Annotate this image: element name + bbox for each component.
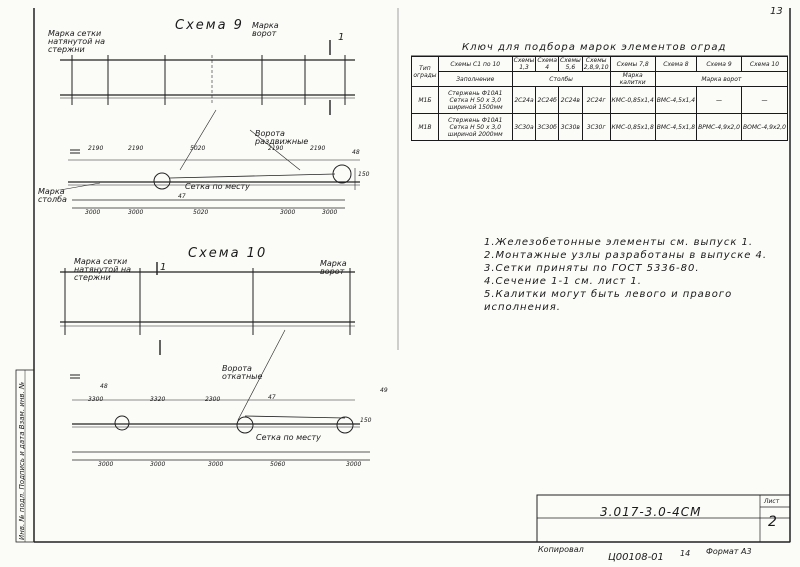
scheme10-bottom-dim: 3000: [208, 461, 224, 468]
scheme9-height-dim: 150: [358, 171, 370, 178]
scheme9-bottom-dim: 3000: [85, 209, 101, 216]
table-cell: КМС-0,85х1,8: [609, 113, 656, 141]
scheme10-marker-48: 48: [100, 383, 108, 390]
footer-copied: Копировал: [538, 545, 584, 554]
table-cell: 2С24в: [558, 86, 583, 114]
table-row: М1Б Стержень Ф10А1 Сетка Н 50 х 3,0 шири…: [411, 86, 789, 114]
sheet-number: 2: [768, 514, 777, 530]
scheme9-bottom-dim: 5020: [193, 209, 209, 216]
page-number: 13: [770, 6, 783, 17]
scheme9-top-dim: 2190: [88, 145, 104, 152]
table-cell: Стержень Ф10А1 Сетка Н 50 х 3,0 шириной …: [437, 86, 513, 114]
table-cell: 2С24а: [511, 86, 537, 114]
side-stamp: Инв. № подл. Подпись и дата Взам. инв. №: [18, 381, 26, 540]
scheme10-mesh-mark: Марка сетки натянутой на стержни: [74, 257, 131, 282]
scheme9-gate-mark: Марка ворот: [252, 21, 279, 38]
key-header-fill: Заполнение: [437, 71, 513, 87]
key-header-schemes: Схемы С1 по 10: [437, 56, 513, 72]
key-header-type: Тип ограды: [411, 56, 439, 87]
table-cell: ВРМС-4,9х2,0: [696, 113, 742, 141]
scheme10-marker-49: 49: [380, 387, 388, 394]
drawing-code: 3.017-3.0-4СМ: [600, 505, 702, 519]
scheme10-gate-mark: Марка ворот: [320, 259, 347, 276]
scheme10-section-mark: 1: [160, 262, 167, 273]
scheme10-bottom-dim: 3000: [150, 461, 166, 468]
scheme9-section-mark: 1: [338, 32, 345, 43]
key-header-s8910: Схемы 2,8,9,10: [581, 56, 611, 72]
key-header-s9: Схема 9: [696, 56, 742, 72]
note-item: 3.Сетки приняты по ГОСТ 5336-80.: [484, 263, 700, 274]
scheme10-bottom-dim: 3000: [98, 461, 114, 468]
table-cell: 3С30а: [511, 113, 537, 141]
scheme9-bottom-dim: 3000: [280, 209, 296, 216]
table-cell: М1В: [411, 113, 439, 141]
note-item: 4.Сечение 1-1 см. лист 1.: [484, 276, 642, 287]
key-table-title: Ключ для подбора марок элементов оград: [462, 42, 727, 53]
scheme10-top-dim: 3320: [150, 396, 166, 403]
scheme9-mesh-mark: Марка сетки натянутой на стержни: [48, 29, 105, 54]
note-item: 1.Железобетонные элементы см. выпуск 1.: [484, 237, 754, 248]
key-table: Тип ограды Схемы С1 по 10 Схемы 1,3 Схем…: [411, 56, 789, 141]
scheme9-top-dim: 2190: [310, 145, 326, 152]
key-header-s56: Схемы 5,6: [558, 56, 583, 72]
footer-format: Формат А3: [706, 547, 752, 556]
scheme9-marker-48: 48: [352, 149, 360, 156]
table-row: М1В Стержень Ф10А1 Сетка Н 50 х 3,0 шири…: [411, 113, 789, 141]
key-header-posts: Столбы: [511, 71, 611, 87]
key-header-s4: Схема 4: [535, 56, 560, 72]
scheme9-marker-47: 47: [178, 193, 186, 200]
note-item: 5.Калитки могут быть левого и правого ис…: [484, 289, 733, 313]
scheme10-title: Схема 10: [188, 246, 268, 261]
scheme10-top-dim: 3300: [88, 396, 104, 403]
key-header-s10: Схема 10: [740, 56, 789, 72]
footer-order: Ц00108-01: [608, 552, 664, 563]
key-header-s13: Схемы 1,3: [511, 56, 537, 72]
scheme9-title: Схема 9: [175, 18, 244, 33]
scheme9-gate-label: Ворота раздвижные: [255, 129, 309, 146]
scheme10-mesh-on-site: Сетка по месту: [256, 433, 321, 442]
key-header-s8: Схема 8: [654, 56, 698, 72]
scheme10-top-dim: 2300: [205, 396, 221, 403]
table-cell: Стержень Ф10А1 Сетка Н 50 х 3,0 шириной …: [437, 113, 513, 141]
scheme10-marker-47: 47: [268, 394, 276, 401]
table-cell: КМС-0,85х1,4: [609, 86, 656, 114]
scheme9-top-dim: 2190: [268, 145, 284, 152]
table-cell: ВМС-4,5х1,4: [654, 86, 698, 114]
scheme10-gate-label: Ворота откатные: [222, 364, 263, 381]
key-header-mark-gate: Марка калитки: [609, 71, 656, 87]
table-cell: 3С30г: [581, 113, 611, 141]
table-cell: 2С24б: [535, 86, 560, 114]
key-header-s78: Схемы 7,8: [609, 56, 656, 72]
scheme9-bottom-dim: 3000: [322, 209, 338, 216]
scheme9-post-mark: Марка столба: [38, 187, 67, 204]
footer-num: 14: [680, 549, 691, 558]
scheme9-bottom-dim: 3000: [128, 209, 144, 216]
scheme9-top-dim: 5020: [190, 145, 206, 152]
table-cell: —: [696, 86, 742, 114]
scheme10-bottom-dim: 5060: [270, 461, 286, 468]
table-cell: М1Б: [411, 86, 439, 114]
scheme10-height-dim: 150: [360, 417, 372, 424]
table-cell: ВОМС-4,9х2,0: [740, 113, 789, 141]
table-cell: 3С30б: [535, 113, 560, 141]
key-header-mark-gates: Марка ворот: [654, 71, 789, 87]
scheme9-mesh-on-site: Сетка по месту: [185, 182, 250, 191]
table-cell: —: [740, 86, 789, 114]
sheet-label: Лист: [764, 498, 780, 505]
scheme9-top-dim: 2190: [128, 145, 144, 152]
note-item: 2.Монтажные узлы разработаны в выпуске 4…: [484, 250, 768, 261]
scheme10-bottom-dim: 3000: [346, 461, 362, 468]
notes-list: 1.Железобетонные элементы см. выпуск 1. …: [484, 236, 774, 314]
table-cell: 2С24г: [581, 86, 611, 114]
table-cell: 3С30в: [558, 113, 583, 141]
table-cell: ВМС-4,5х1,8: [654, 113, 698, 141]
